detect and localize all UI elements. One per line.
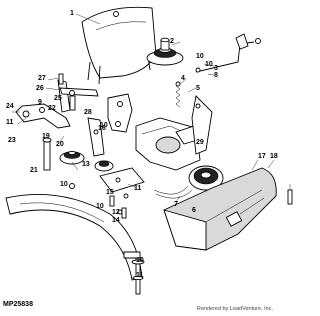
lower-bolt-part: [131, 257, 145, 295]
callout-1: 1: [70, 10, 74, 17]
main-pulley-part: [188, 165, 224, 191]
middle-bracket-part: [87, 93, 133, 157]
callout-10-f: 10: [136, 257, 144, 264]
watermark-text: Rendered by LeadVenture, Inc.: [196, 306, 273, 312]
callout-27: 27: [38, 75, 46, 82]
callout-20: 20: [56, 141, 64, 148]
callout-24: 24: [6, 103, 14, 110]
linkage-rod-part: [195, 33, 261, 73]
callout-10-a: 10: [196, 53, 204, 60]
callout-16: 16: [98, 125, 106, 132]
callout-26: 26: [36, 85, 44, 92]
figure-id-label: MP25838: [3, 301, 33, 308]
spring-part: [175, 81, 181, 108]
callout-29: 29: [196, 139, 204, 146]
left-pulley-part: [42, 137, 85, 189]
left-deflector-part: [5, 193, 143, 281]
callout-9: 9: [38, 99, 42, 106]
callout-3: 3: [214, 65, 218, 72]
callout-11-a: 11: [6, 119, 14, 126]
callout-10-e: 10: [96, 203, 104, 210]
exploded-parts-diagram: 1 2 3 4 5 6 7 8 9 10 10 10 10 10 10 11 1…: [5, 6, 293, 295]
callout-18: 18: [270, 153, 278, 160]
left-arm-assembly-part: [15, 79, 99, 129]
callout-11-c: 11: [136, 272, 144, 279]
callout-13: 13: [82, 161, 90, 168]
callout-5: 5: [196, 85, 200, 92]
upper-pulley-part: [146, 37, 184, 66]
callout-15: 15: [106, 189, 114, 196]
callout-labels: 1 2 3 4 5 6 7 8 9 10 10 10 10 10 10 11 1…: [6, 10, 278, 279]
callout-17: 17: [258, 153, 266, 160]
drive-belt-part: [153, 185, 193, 199]
callout-8: 8: [214, 72, 218, 79]
callout-23: 23: [8, 137, 16, 144]
callout-12: 12: [112, 209, 120, 216]
callout-25: 25: [54, 95, 62, 102]
callout-19: 19: [42, 133, 50, 140]
leader-lines: [12, 13, 291, 277]
idler-pulley-part: [94, 160, 145, 215]
callout-4: 4: [181, 75, 185, 82]
callout-14: 14: [112, 217, 120, 224]
callout-28: 28: [84, 109, 92, 116]
belt-cover-part: [81, 6, 157, 85]
callout-22: 22: [48, 105, 56, 112]
deck-housing-part: [135, 95, 213, 171]
callout-6: 6: [192, 207, 196, 214]
callout-2: 2: [170, 38, 174, 45]
callout-21: 21: [30, 167, 38, 174]
callout-7: 7: [174, 201, 178, 208]
callout-11-b: 11: [134, 185, 142, 192]
callout-10-b: 10: [205, 61, 213, 68]
callout-10-d: 10: [60, 181, 68, 188]
callout-10-c: 10: [100, 122, 108, 129]
right-shield-part: [163, 167, 277, 251]
